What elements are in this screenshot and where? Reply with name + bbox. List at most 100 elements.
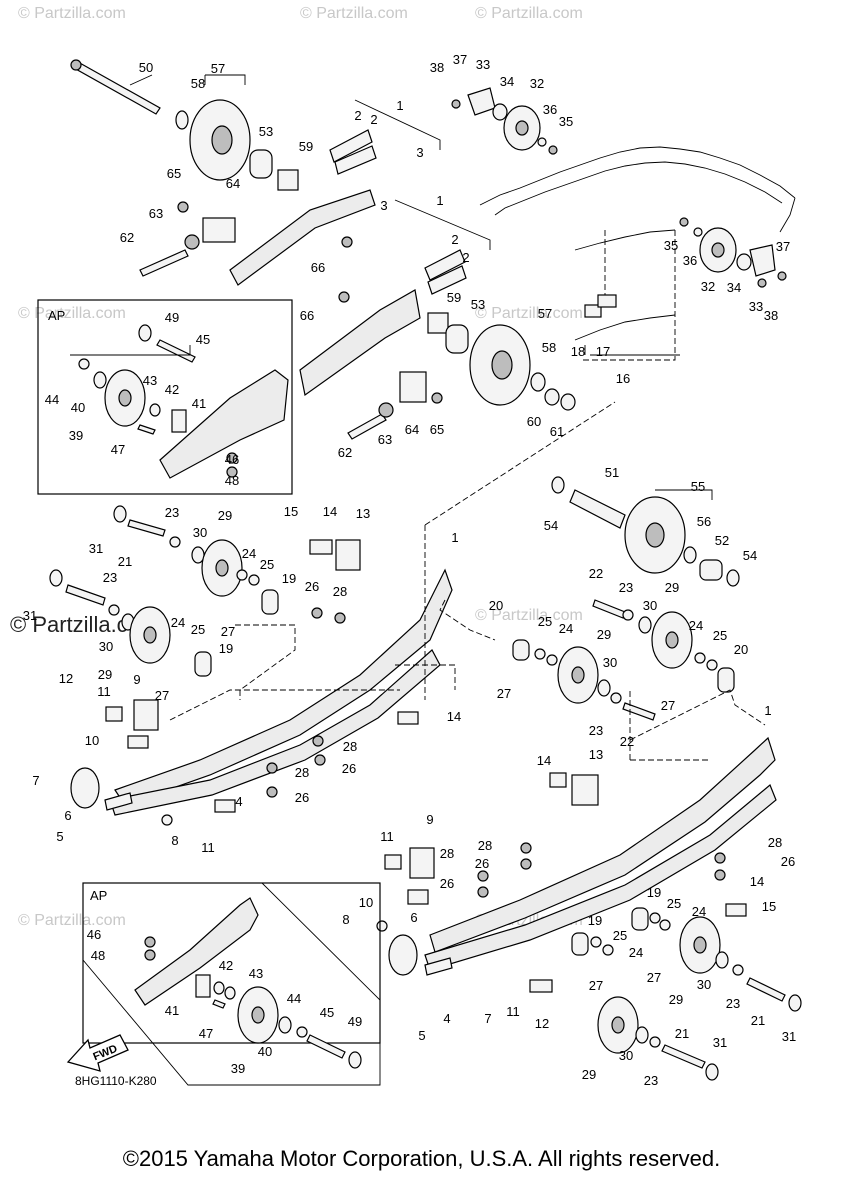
- callout-number: 34: [500, 74, 514, 89]
- callout-number: 1: [436, 193, 443, 208]
- callout-number: 14: [447, 709, 461, 724]
- callout-number: 25: [613, 928, 627, 943]
- callout-number: 41: [192, 396, 206, 411]
- leader-lines: [70, 74, 766, 761]
- callout-number: 32: [530, 76, 544, 91]
- callout-number: 4: [443, 1011, 450, 1026]
- callout-number: 2: [462, 250, 469, 265]
- callout-number: 14: [537, 753, 551, 768]
- callout-number: 59: [447, 290, 461, 305]
- callout-number: 24: [242, 546, 256, 561]
- callout-number: 57: [211, 61, 225, 76]
- callout-number: 32: [701, 279, 715, 294]
- callout-number: 6: [64, 808, 71, 823]
- callout-number: 15: [284, 504, 298, 519]
- callout-number: 14: [750, 874, 764, 889]
- callout-number: 28: [478, 838, 492, 853]
- callout-number: 7: [484, 1011, 491, 1026]
- callout-number: 29: [597, 627, 611, 642]
- callout-number: 13: [356, 506, 370, 521]
- callout-number: 29: [669, 992, 683, 1007]
- callout-number: 29: [218, 508, 232, 523]
- callout-number: 26: [781, 854, 795, 869]
- callout-number: 20: [489, 598, 503, 613]
- callout-number: 31: [89, 541, 103, 556]
- callout-number: 26: [305, 579, 319, 594]
- watermark: © Partzilla.com: [18, 5, 126, 22]
- callout-number: 40: [71, 400, 85, 415]
- callout-number: 37: [776, 239, 790, 254]
- callout-number: 56: [697, 514, 711, 529]
- callout-number: 9: [426, 812, 433, 827]
- callout-number: 45: [196, 332, 210, 347]
- slide-rail-right: [376, 736, 802, 1081]
- callout-number: 21: [751, 1013, 765, 1028]
- callout-number: 47: [199, 1026, 213, 1041]
- callout-number: 18: [571, 344, 585, 359]
- callout-number: 19: [219, 641, 233, 656]
- callout-number: 1: [451, 530, 458, 545]
- callout-number: 31: [713, 1035, 727, 1050]
- callout-number: 50: [139, 60, 153, 75]
- callout-number: 27: [647, 970, 661, 985]
- callout-number: 27: [661, 698, 675, 713]
- callout-number: 5: [56, 829, 63, 844]
- callout-number: 53: [471, 297, 485, 312]
- inset-ap-bottom: AP: [82, 882, 381, 1086]
- callout-number: 61: [550, 424, 564, 439]
- callout-number: 5: [418, 1028, 425, 1043]
- callout-number: 31: [23, 608, 37, 623]
- callout-number: 40: [258, 1044, 272, 1059]
- callout-number: 44: [287, 991, 301, 1006]
- callout-number: 29: [665, 580, 679, 595]
- callout-number: 28: [333, 584, 347, 599]
- callout-number: 1: [396, 98, 403, 113]
- callout-number: 26: [295, 790, 309, 805]
- callout-number: 27: [155, 688, 169, 703]
- callout-number: 23: [644, 1073, 658, 1088]
- callout-number: 22: [589, 566, 603, 581]
- callout-number: 11: [506, 1004, 520, 1019]
- callout-number: 17: [596, 344, 610, 359]
- callout-number: 64: [226, 176, 240, 191]
- callout-number: 3: [380, 198, 387, 213]
- callout-number: 39: [231, 1061, 245, 1076]
- callout-number: 19: [647, 885, 661, 900]
- callout-number: 25: [191, 622, 205, 637]
- callout-number: 27: [221, 624, 235, 639]
- callout-number: 43: [143, 373, 157, 388]
- callout-number: 64: [405, 422, 419, 437]
- callout-number: 25: [538, 614, 552, 629]
- callout-number: 27: [589, 978, 603, 993]
- copyright-text: ©2015 Yamaha Motor Corporation, U.S.A. A…: [122, 1146, 721, 1171]
- diagram-code: 8HG1110-K280: [75, 1074, 157, 1088]
- callout-number: 47: [111, 442, 125, 457]
- callout-number: 24: [692, 904, 706, 919]
- callout-number: 28: [440, 846, 454, 861]
- callout-number: 31: [782, 1029, 796, 1044]
- callout-number: 66: [300, 308, 314, 323]
- callout-number: 30: [193, 525, 207, 540]
- callout-number: 25: [260, 557, 274, 572]
- callout-number: 11: [201, 840, 215, 855]
- callout-number: 25: [713, 628, 727, 643]
- callout-number: 26: [440, 876, 454, 891]
- callout-number: 36: [543, 102, 557, 117]
- callout-number: 54: [544, 518, 558, 533]
- watermark: © Partzilla.com: [475, 5, 583, 22]
- callout-number: 35: [664, 238, 678, 253]
- callout-number: 23: [589, 723, 603, 738]
- callout-number: 29: [98, 667, 112, 682]
- forward-arrow-icon: FWD: [66, 1034, 129, 1072]
- callout-number: 11: [97, 684, 111, 699]
- rear-assembly: [70, 59, 377, 286]
- callout-number: 23: [619, 580, 633, 595]
- center-wheels: [512, 599, 735, 721]
- callout-number: 27: [497, 686, 511, 701]
- callout-number: 23: [165, 505, 179, 520]
- callout-number: 3: [416, 145, 423, 160]
- callout-number: 58: [542, 340, 556, 355]
- callout-number: 37: [453, 52, 467, 67]
- track-belt: [479, 146, 796, 361]
- callout-number: 42: [219, 958, 233, 973]
